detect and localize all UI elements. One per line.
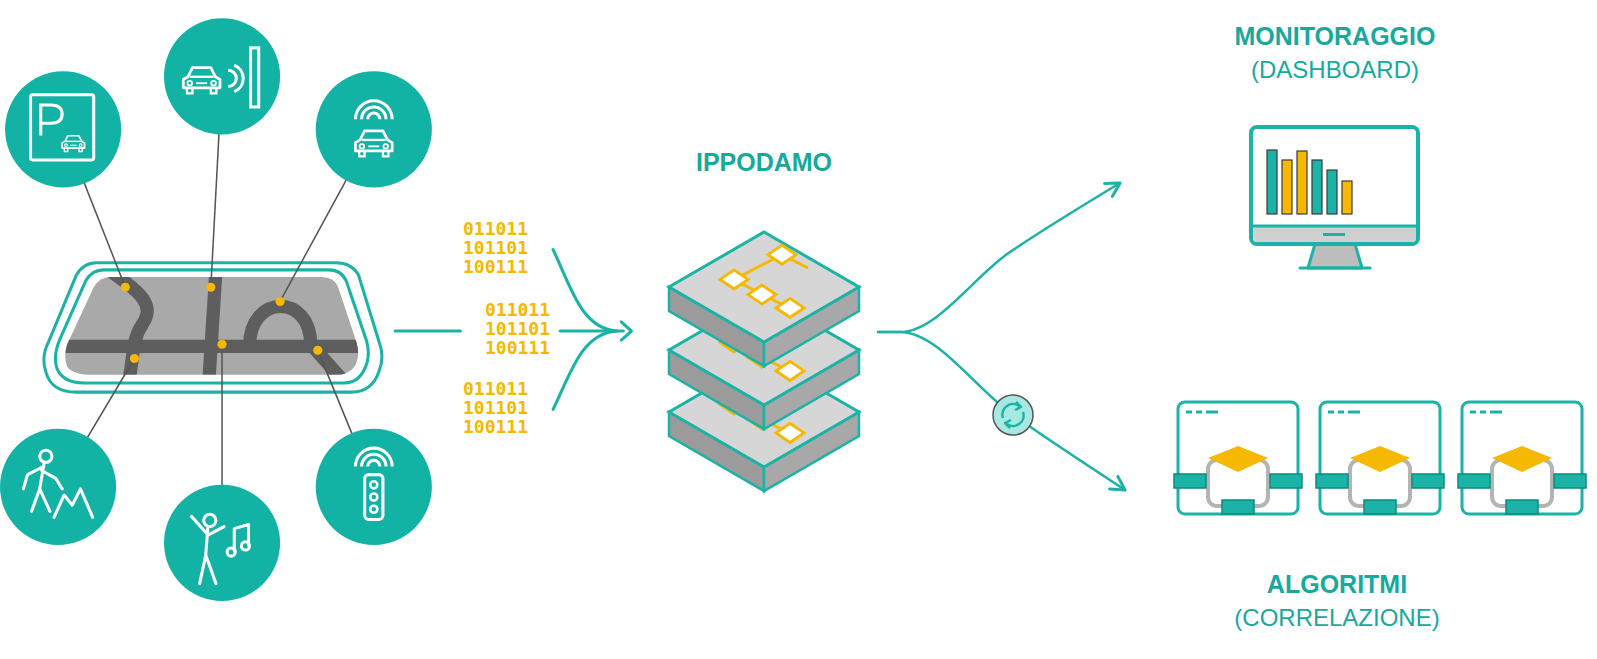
traffic-light-icon-part	[365, 475, 383, 520]
sensor-dots-part	[313, 346, 322, 355]
roads-part	[250, 306, 345, 382]
stack-layer-part	[669, 232, 859, 342]
sensor-circles-part	[164, 485, 280, 601]
data-flow-arrows-part	[553, 250, 616, 331]
vehicle-sensor-icon-part	[251, 48, 259, 107]
sensor-dots-part	[130, 354, 139, 363]
music-event-icon-part	[204, 514, 216, 526]
bar-chart-part	[1267, 150, 1277, 214]
city-map-part	[44, 263, 382, 392]
music-event-icon-part	[191, 516, 224, 583]
data-flow-arrows-part	[395, 329, 460, 332]
sensor-dots	[121, 283, 323, 363]
refresh-icon-part	[1005, 420, 1011, 428]
music-event-icon	[191, 514, 249, 583]
dashboard-monitor-part	[1308, 244, 1362, 268]
flow-connector	[878, 183, 1120, 332]
algorithm-windows	[1174, 402, 1586, 514]
node-heading: MONITORAGGIO	[1235, 20, 1436, 53]
connected-car-icon-part	[355, 131, 392, 157]
sensor-circles-part	[164, 18, 280, 134]
node-heading: IPPODAMO	[696, 146, 832, 179]
traffic-light-icon-part	[370, 481, 377, 488]
sensor-circles-part	[5, 71, 121, 187]
algorithm-windows-part	[1174, 402, 1302, 514]
bar-chart	[1267, 150, 1352, 214]
flow-connector	[878, 332, 1125, 490]
bar-chart-part	[1312, 160, 1322, 214]
traffic-light-icon	[355, 448, 392, 519]
hiker-icon-part	[40, 450, 52, 462]
sensor-dots-part	[121, 283, 130, 292]
dashboard-monitor	[1251, 127, 1418, 268]
dashboard-monitor-part	[1323, 233, 1345, 236]
stack-layer-part	[720, 245, 808, 317]
city-map	[0, 18, 631, 601]
node-heading: ALGORITMI	[1267, 568, 1407, 601]
data-platform-stack	[669, 232, 859, 491]
hiker-icon	[23, 450, 92, 517]
vehicle-sensor-icon-part	[228, 65, 243, 91]
sensor-circles-part	[316, 429, 432, 545]
parking-icon	[31, 95, 94, 160]
parking-icon-part	[31, 95, 94, 160]
traffic-light-icon-part	[370, 506, 377, 513]
node-subheading: (DASHBOARD)	[1251, 53, 1419, 86]
hiker-icon-part	[54, 489, 93, 518]
vehicle-sensor-icon	[183, 48, 258, 107]
dashboard-node: MONITORAGGIO(DASHBOARD)	[1120, 18, 1550, 280]
bar-chart-part	[1297, 151, 1307, 214]
bar-chart-part	[1342, 181, 1352, 214]
refresh-icon-part	[1007, 412, 1024, 426]
binary-data: 011011 101101 100111	[463, 379, 528, 436]
roads-part	[110, 271, 147, 382]
binary-data: 011011 101101 100111	[463, 219, 528, 276]
hiker-icon-part	[23, 464, 62, 511]
roads	[56, 271, 367, 382]
dashboard-monitor-part	[1253, 226, 1416, 242]
sensor-dots-part	[217, 340, 226, 349]
parking-icon-part	[62, 136, 84, 152]
traffic-light-icon-part	[355, 448, 392, 466]
sensor-circles-part	[316, 71, 432, 187]
data-flow-arrows-part	[621, 322, 631, 340]
city-map-part	[55, 270, 368, 383]
data-flow-arrows-part	[553, 331, 616, 409]
refresh-icon-part	[993, 395, 1033, 435]
dashboard-monitor-part	[1300, 267, 1370, 270]
connected-car-icon	[355, 101, 392, 157]
sensor-dots-part	[276, 297, 285, 306]
bar-chart-part	[1282, 160, 1292, 214]
vehicle-sensor-icon-part	[183, 68, 220, 94]
algorithm-windows-part	[1316, 402, 1444, 514]
dashboard-monitor-part	[1253, 225, 1416, 228]
music-event-icon-part	[227, 548, 235, 556]
platform-node: IPPODAMO	[650, 140, 878, 520]
refresh-icon-part	[1002, 404, 1019, 418]
bar-chart-part	[1327, 170, 1337, 214]
algorithm-windows-part	[1458, 402, 1586, 514]
sensor-dots-part	[206, 283, 215, 292]
traffic-light-icon-part	[370, 493, 377, 500]
music-event-icon-part	[241, 542, 249, 550]
algorithms-node: ALGORITMI(CORRELAZIONE)	[1125, 395, 1549, 640]
connected-car-icon-part	[355, 101, 392, 119]
stack-layer	[669, 232, 859, 366]
refresh-icon	[993, 395, 1033, 435]
dashboard-monitor-part	[1251, 127, 1418, 244]
sensor-circles	[0, 18, 432, 601]
node-subheading: (CORRELAZIONE)	[1234, 601, 1439, 634]
binary-data: 011011 101101 100111	[485, 300, 550, 357]
sensor-circles-part	[0, 429, 116, 545]
parking-icon-part	[41, 105, 62, 136]
refresh-icon-part	[1015, 402, 1021, 410]
